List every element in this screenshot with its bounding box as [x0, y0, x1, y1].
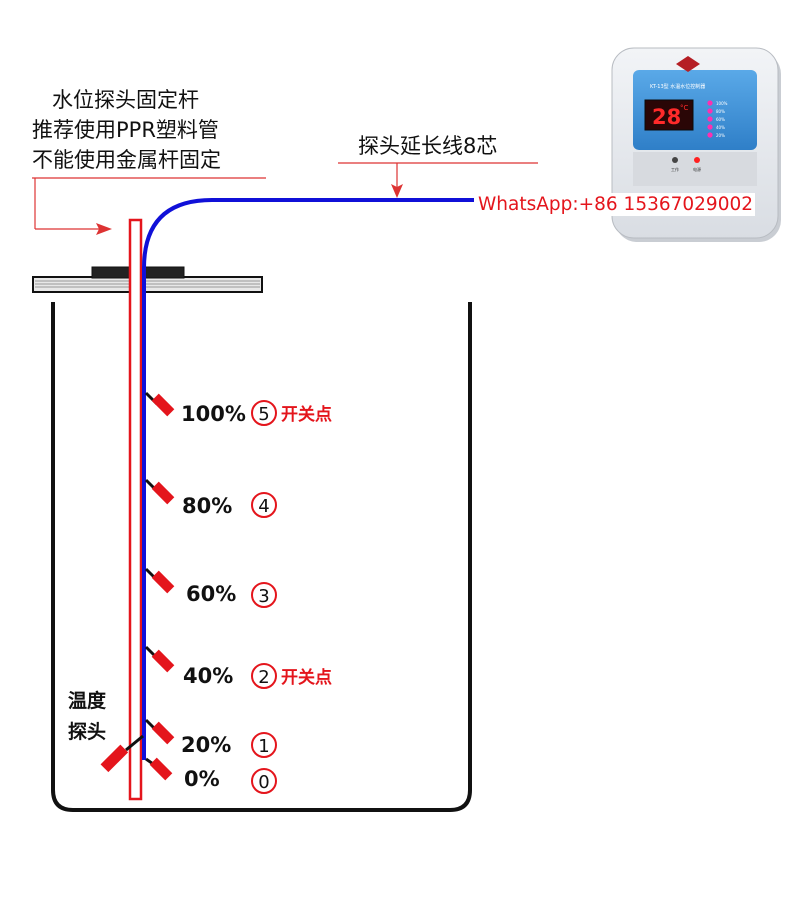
work-indicator-label: 工作: [671, 166, 679, 172]
probe-0: [145, 757, 173, 781]
power-indicator-led: [694, 157, 700, 163]
level-indicator-leds: [707, 100, 713, 138]
water-tank: [51, 302, 472, 812]
level-percent: 80%: [182, 494, 232, 518]
level-label-80: 80% 4: [182, 492, 277, 518]
temperature-display-unit: °C: [680, 104, 689, 112]
level-label-20: 20% 1: [181, 732, 277, 758]
rod-note-line3: 不能使用金属杆固定: [32, 148, 221, 172]
level-number-circle: [251, 492, 277, 518]
level-number: 0: [258, 772, 269, 793]
level-label-40: 40% 2 开关点: [183, 663, 332, 689]
device-logo: [676, 56, 700, 72]
led-mark-40: 40%: [716, 125, 725, 130]
work-indicator-led: [672, 157, 678, 163]
level-label-0: 0% 0: [184, 767, 277, 794]
temperature-display-value: 28: [652, 105, 681, 129]
device-lower-panel: [633, 152, 757, 186]
probe-extension-cable: [142, 198, 474, 760]
level-percent: 100%: [181, 402, 246, 426]
probe-80: [144, 478, 175, 505]
probe-60: [144, 567, 175, 594]
level-percent: 40%: [183, 664, 233, 688]
level-number: 5: [258, 404, 269, 425]
temperature-probe: [100, 734, 144, 773]
led-mark-100: 100%: [716, 101, 728, 106]
whatsapp-contact: WhatsApp:+86 15367029002: [476, 193, 756, 216]
led-mark-80: 80%: [716, 109, 725, 114]
power-indicator-label: 电源: [693, 166, 701, 172]
rod-note-line1: 水位探头固定杆: [52, 88, 199, 112]
switch-point-label: 开关点: [281, 404, 332, 425]
temp-probe-label-line2: 探头: [68, 721, 106, 743]
level-number-circle: [251, 663, 277, 689]
level-number-circle: [251, 400, 277, 426]
cable-note: 探头延长线8芯: [358, 134, 498, 158]
level-number: 1: [258, 736, 269, 757]
led-mark-20: 20%: [716, 133, 725, 138]
rod-note-line2: 推荐使用PPR塑料管: [32, 118, 219, 142]
level-number: 4: [258, 496, 269, 517]
switch-point-label: 开关点: [281, 667, 332, 688]
level-label-100: 100% 5 开关点: [181, 400, 332, 426]
level-number-circle: [251, 582, 277, 608]
temperature-display: [644, 99, 694, 131]
rod-note-pointer: [32, 177, 266, 235]
device-model-text: KT-13型 水温水位控制器: [650, 83, 705, 90]
level-number-circle: [251, 732, 277, 758]
cable-note-pointer: [338, 162, 538, 198]
level-percent: 20%: [181, 733, 231, 757]
level-number: 3: [258, 586, 269, 607]
probe-100: [144, 391, 175, 417]
level-number-circle: [251, 768, 277, 794]
temp-probe-label-line1: 温度: [68, 689, 107, 712]
level-label-60: 60% 3: [186, 582, 277, 608]
level-percent: 0%: [184, 767, 220, 791]
probe-fixing-rod: [128, 218, 143, 801]
level-percent: 60%: [186, 582, 236, 606]
probe-20: [144, 718, 175, 745]
level-number: 2: [258, 667, 269, 688]
probe-40: [144, 645, 175, 673]
led-mark-60: 60%: [716, 117, 725, 122]
